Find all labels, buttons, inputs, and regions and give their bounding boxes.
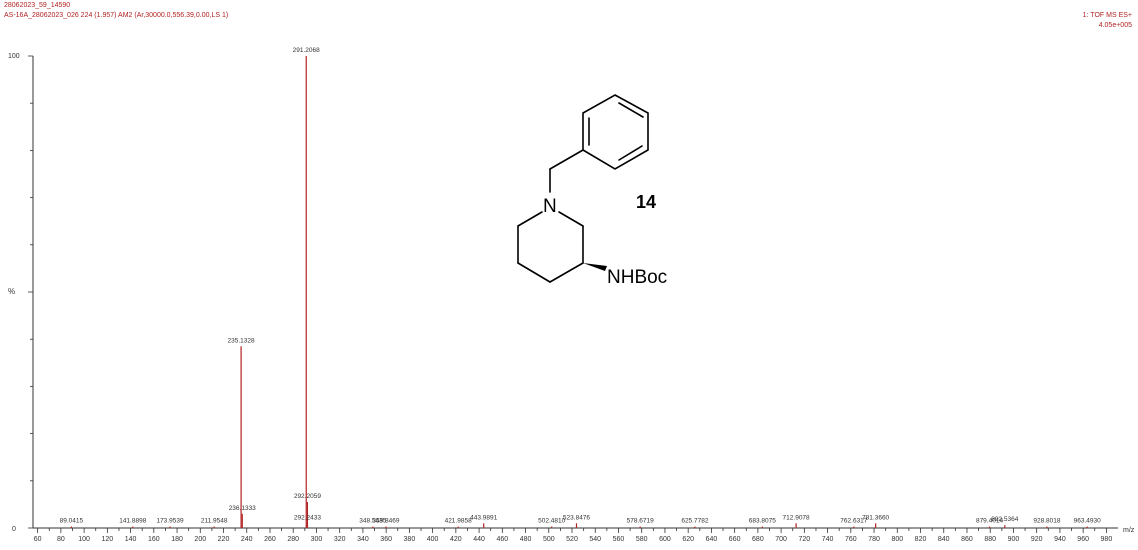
- x-axis-ticks: 60 80 100 120 140 160 180 200 220 240 260 280 300 320…: [34, 528, 1113, 543]
- x-axis-unit: m/z: [1123, 527, 1135, 534]
- peak-mz-label: 443.9891: [470, 514, 497, 521]
- wedge-bond: [583, 263, 607, 271]
- x-tick-label: 480: [520, 536, 532, 543]
- x-tick-label: 660: [729, 536, 741, 543]
- header-mode: 1: TOF MS ES+: [1082, 12, 1132, 19]
- x-tick-label: 100: [78, 536, 90, 543]
- header-filename: 28062023_59_14590: [4, 2, 71, 9]
- x-tick-label: 500: [543, 536, 555, 543]
- x-tick-label: 600: [659, 536, 671, 543]
- x-tick-label: 820: [915, 536, 927, 543]
- header-acquisition-info: AS-16A_28062023_026 224 (1.957) AM2 (Ar,…: [4, 12, 229, 19]
- x-tick-label: 880: [984, 536, 996, 543]
- piperidine-bond: [549, 262, 584, 283]
- x-tick-label: 60: [34, 536, 42, 543]
- x-tick-label: 320: [334, 536, 346, 543]
- x-tick-label: 580: [636, 536, 648, 543]
- peak-mz-label: 712.9078: [783, 514, 810, 521]
- x-tick-label: 800: [891, 536, 903, 543]
- peak-mz-label: 578.6719: [627, 518, 654, 525]
- x-tick-label: 360: [380, 536, 392, 543]
- x-tick-label: 920: [1031, 536, 1043, 543]
- x-tick-label: 180: [171, 536, 183, 543]
- nhboc-label: NHBoc: [607, 267, 667, 288]
- peak-mz-label: 892.5364: [991, 516, 1018, 523]
- x-tick-label: 80: [57, 536, 65, 543]
- peak-mz-label: 141.8898: [119, 518, 146, 525]
- x-tick-label: 840: [938, 536, 950, 543]
- x-tick-label: 620: [682, 536, 694, 543]
- benzylic-bond: [549, 149, 584, 170]
- x-tick-label: 280: [287, 536, 299, 543]
- peak-mz-label: 502.4810: [538, 518, 565, 525]
- peak-mz-label: 879.4014: [976, 518, 1003, 525]
- peak-labels: 89.0415 141.8898 173.9539 211.9548 235.1328 2…: [60, 47, 1102, 525]
- peak-mz-label: 928.8018: [1033, 518, 1060, 525]
- x-tick-label: 900: [1008, 536, 1020, 543]
- piperidine-bond: [517, 262, 551, 283]
- peak-mz-label: 359.8469: [372, 518, 399, 525]
- chart-axes: [28, 55, 1118, 529]
- x-tick-label: 200: [194, 536, 206, 543]
- peak-mz-label: 89.0415: [60, 518, 84, 525]
- x-tick-label: 680: [752, 536, 764, 543]
- peak-mz-label: 523.8476: [563, 514, 590, 521]
- y-axis-label-0: 0: [12, 526, 16, 533]
- peak-mz-label: 291.2068: [293, 47, 320, 54]
- x-tick-label: 960: [1077, 536, 1089, 543]
- piperidine-bond: [558, 211, 584, 227]
- piperidine-bond: [517, 211, 543, 227]
- x-tick-label: 740: [822, 536, 834, 543]
- x-tick-label: 160: [148, 536, 160, 543]
- peak-mz-label: 762.6317: [840, 518, 867, 525]
- x-tick-label: 940: [1054, 536, 1066, 543]
- benzene-ring: [582, 94, 649, 170]
- peak-mz-label: 683.8075: [749, 518, 776, 525]
- nitrogen-label: N: [543, 196, 557, 217]
- peak-mz-label: 625.7782: [681, 518, 708, 525]
- peak-mz-label: 963.4930: [1074, 518, 1101, 525]
- x-tick-label: 220: [218, 536, 230, 543]
- peak-mz-label: 292.2059: [294, 493, 321, 500]
- x-tick-label: 540: [589, 536, 601, 543]
- chemical-structure: [517, 94, 649, 283]
- x-tick-label: 120: [102, 536, 114, 543]
- x-tick-label: 420: [450, 536, 462, 543]
- x-tick-label: 340: [357, 536, 369, 543]
- y-axis-label-100: 100: [8, 53, 20, 60]
- peak-mz-label: 348.5435: [359, 518, 386, 525]
- peak-mz-label: 173.9539: [156, 518, 183, 525]
- x-tick-label: 560: [613, 536, 625, 543]
- header-intensity-scale: 4.05e+005: [1098, 22, 1132, 29]
- benzene-double-bond: [618, 145, 643, 161]
- benzene-double-bond: [618, 102, 644, 118]
- peak-mz-label: 421.9858: [445, 518, 472, 525]
- peak-mz-label: 292.2433: [294, 514, 321, 521]
- peak-mz-label: 236.1333: [229, 505, 256, 512]
- x-tick-label: 980: [1101, 536, 1113, 543]
- x-tick-label: 700: [775, 536, 787, 543]
- peak-mz-label: 235.1328: [228, 337, 255, 344]
- peak-mz-label: 781.3660: [862, 514, 889, 521]
- x-tick-label: 300: [311, 536, 323, 543]
- x-tick-label: 780: [868, 536, 880, 543]
- peak-mz-label: 211.9548: [201, 518, 228, 525]
- y-axis-label-percent: %: [8, 287, 15, 296]
- x-tick-label: 860: [961, 536, 973, 543]
- x-tick-label: 400: [427, 536, 439, 543]
- x-tick-label: 720: [799, 536, 811, 543]
- x-tick-label: 260: [264, 536, 276, 543]
- compound-number: 14: [636, 192, 656, 212]
- x-tick-label: 460: [496, 536, 508, 543]
- x-tick-label: 440: [473, 536, 485, 543]
- x-tick-label: 640: [706, 536, 718, 543]
- x-tick-label: 760: [845, 536, 857, 543]
- peak-series: [70, 56, 1088, 528]
- x-tick-label: 240: [241, 536, 253, 543]
- x-tick-label: 380: [404, 536, 416, 543]
- x-tick-label: 520: [566, 536, 578, 543]
- x-tick-label: 140: [125, 536, 137, 543]
